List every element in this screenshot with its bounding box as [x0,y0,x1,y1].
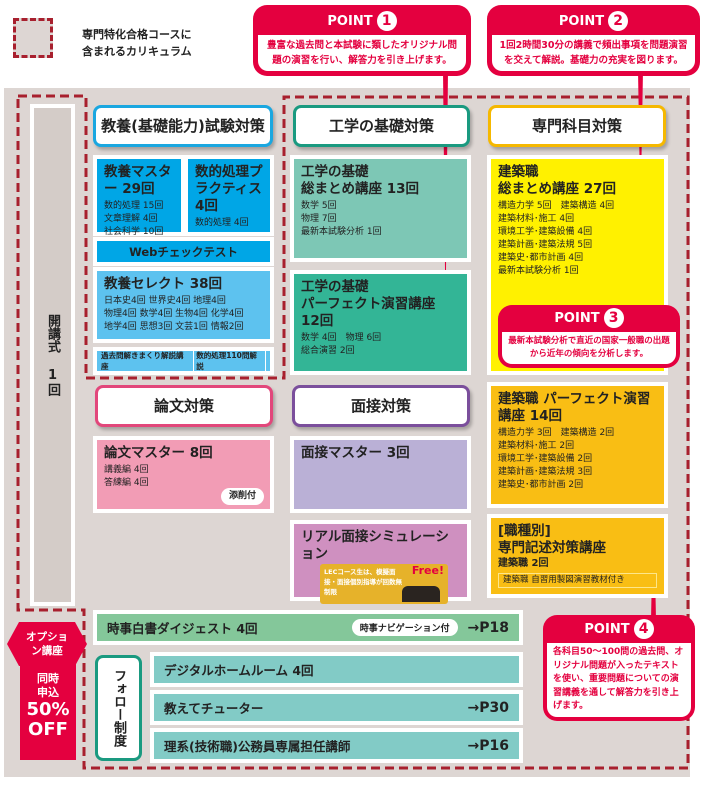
senmon-header: 専門科目対策 [488,105,666,147]
free-badge: LECコース生は、模擬面接・面接個別指導が回数無制限 Free! [320,564,448,604]
kogaku-summary-card: 工学の基礎総まとめ講座 13回 数学 5回物理 7回最新本試験分析 1回 [290,155,471,262]
opening-ceremony: 開講式 1回 [30,104,75,606]
page-link[interactable]: →P16 [467,737,509,754]
web-check-test: Webチェックテスト [93,237,274,266]
page-link[interactable]: →P30 [467,699,509,716]
number-badge: 4 [633,619,654,639]
kakomon-course: 過去問解きまくり解説講座数的処理110問解説 [93,347,274,375]
senmon-summary-card: 建築職総まとめ講座 27回 構造力学 5回 建築構造 4回建築材料･施工 4回環… [487,155,668,375]
jiji-navigation-badge: 時事ナビゲーション付 [351,619,458,636]
follow-item: デジタルホームルーム 4回 [150,652,523,687]
follow-item: 理系(技術職)公務員専属担任講師→P16 [150,728,523,763]
senmon-kijutsu-card: [職種別]専門記述対策講座 建築職 2回 建築職 自習用製図演習教材付き [487,514,668,598]
kyoyo-practice-card: 数的処理プラクティス 4回 数的処理 4回 [184,155,274,236]
kyoyo-header: 教養(基礎能力)試験対策 [93,105,273,147]
kyoyo-master-card: 教養マスター 29回 数的処理 15回文章理解 4回社会科学 10回 [93,155,185,237]
option-badge: オプション講座 [7,622,87,666]
follow-item: 教えてチューター→P30 [150,690,523,725]
number-badge: 3 [603,308,624,328]
legend-text: 専門特化合格コースに含まれるカリキュラム [82,28,192,58]
kyoyo-select-card: 教養セレクト 38回 日本史4回 世界史4回 地理4回物理4回 数学4回 生物4… [93,267,274,343]
number-badge: 1 [376,11,397,31]
page-link[interactable]: →P18 [467,619,509,636]
ronbun-header: 論文対策 [95,385,273,427]
follow-label: フォロー制度 [95,655,142,761]
correction-badge: 添削付 [220,488,264,505]
kogaku-header: 工学の基礎対策 [293,105,470,147]
senmon-perfect-card: 建築職 パーフェクト演習講座 14回 構造力学 3回 建築構造 2回建築材料･施… [487,382,668,508]
option-discount: 同時申込 50% OFF [20,660,76,760]
number-badge: 2 [608,11,629,31]
people-silhouette-icon [402,586,440,602]
legend-swatch [13,18,53,58]
jiji-course: 時事白書ダイジェスト 4回 時事ナビゲーション付 →P18 [93,610,523,645]
ronbun-master-card: 論文マスター 8回 講義編 4回答練編 4回 添削付 [93,436,274,513]
kakomon-badge: 数的処理110問解説 [193,348,266,374]
mensetsu-header: 面接対策 [292,385,470,427]
mensetsu-master-card: 面接マスター 3回 [290,436,471,513]
